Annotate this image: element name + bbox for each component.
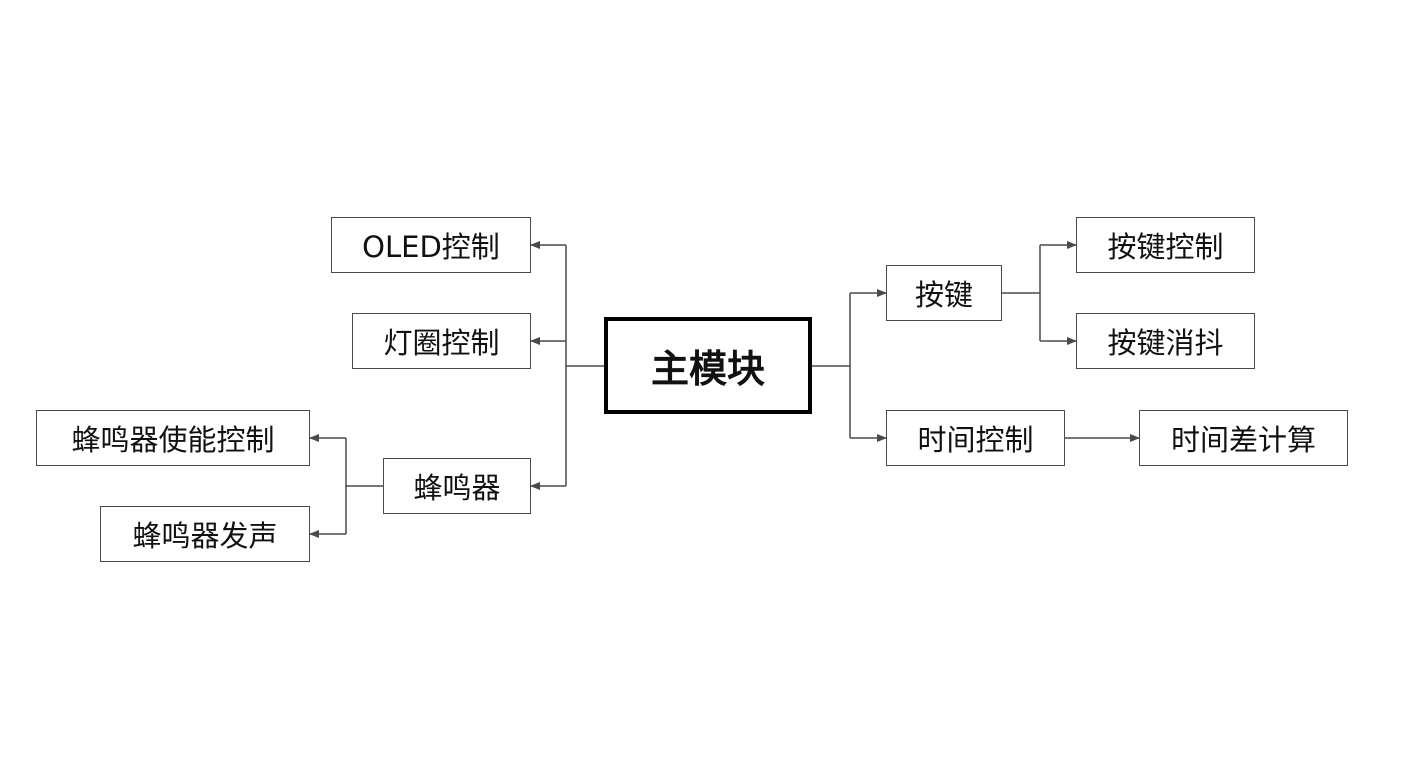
root-node: 主模块 [604,317,812,414]
time-diff-calc-node: 时间差计算 [1139,410,1348,466]
key-debounce-node: 按键消抖 [1076,313,1255,369]
buzzer-enable-control-node: 蜂鸣器使能控制 [36,410,310,466]
buzzer-sound-node: 蜂鸣器发声 [100,506,310,562]
key-control-node: 按键控制 [1076,217,1255,273]
ring-control-node: 灯圈控制 [352,313,531,369]
buzzer-node: 蜂鸣器 [383,458,531,514]
time-control-node: 时间控制 [886,410,1065,466]
key-node: 按键 [886,265,1002,321]
oled-control-node: OLED控制 [331,217,531,273]
